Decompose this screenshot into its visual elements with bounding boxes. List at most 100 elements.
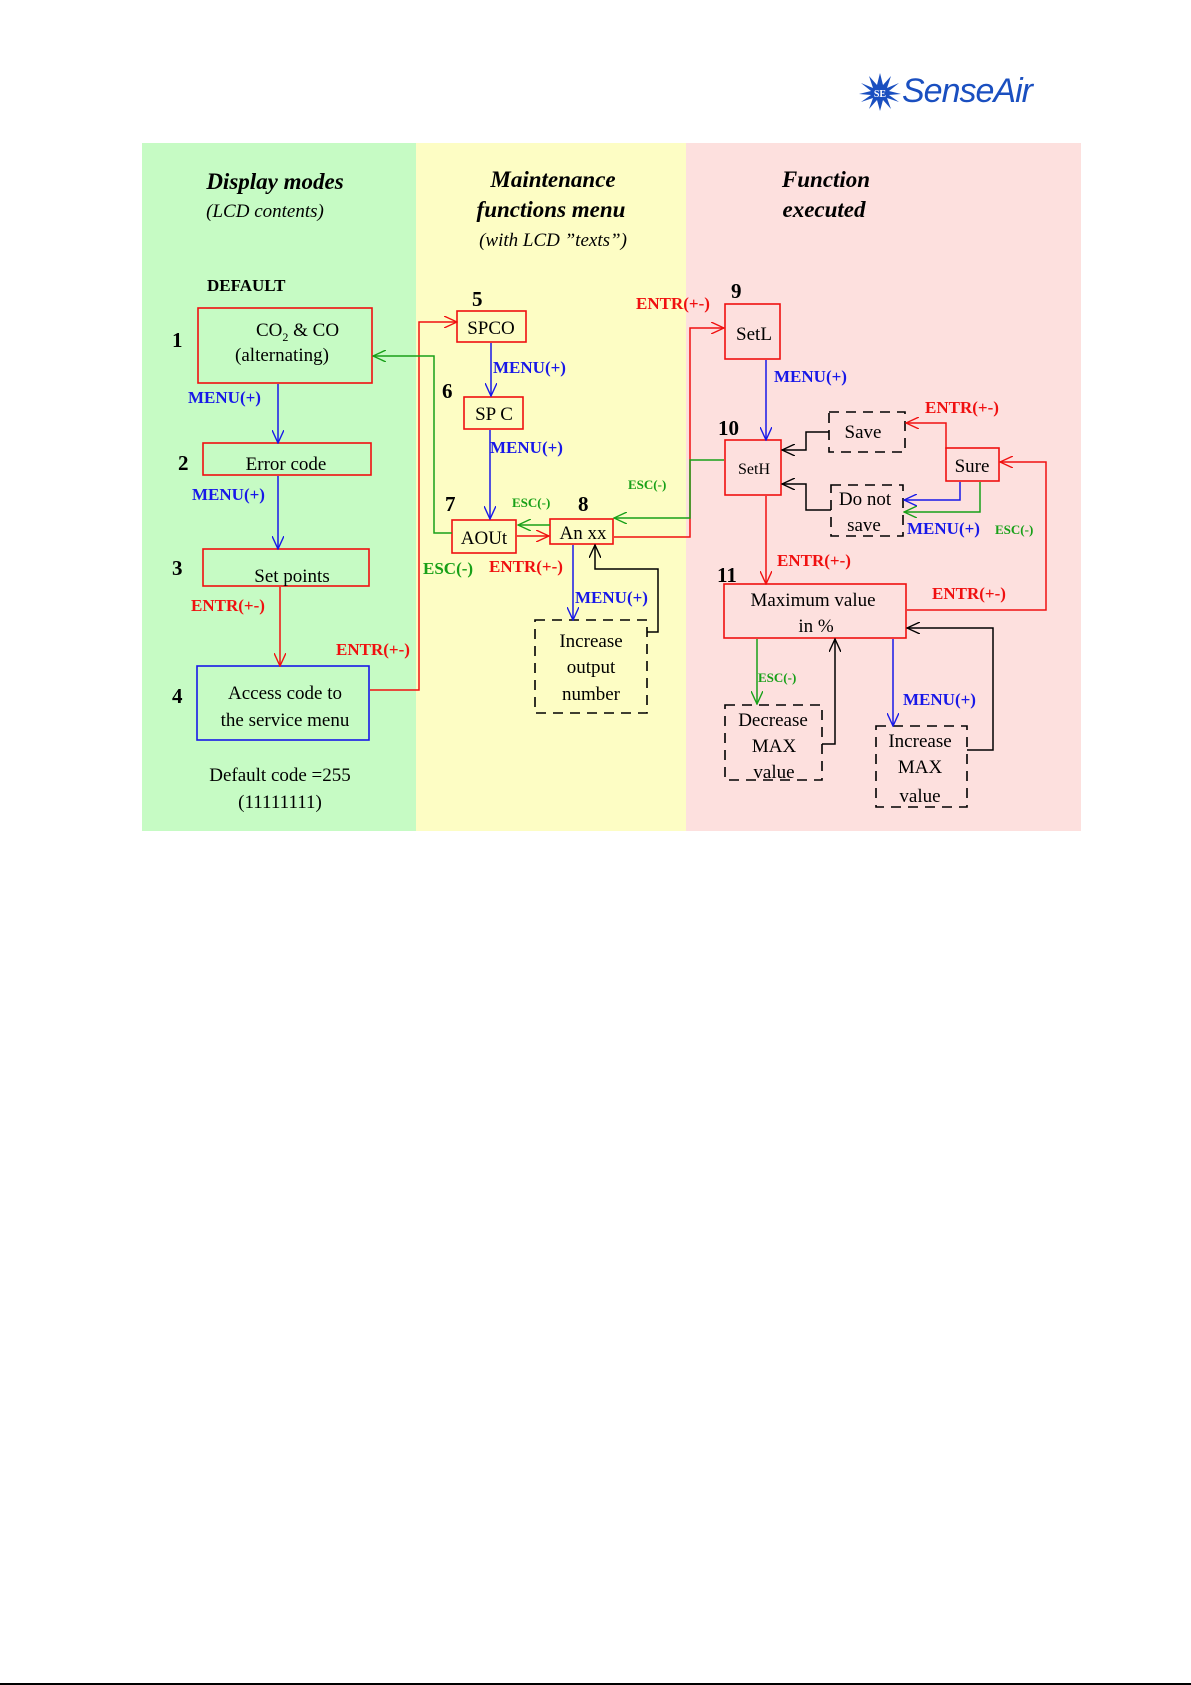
menu-label-3: MENU(+) [493, 358, 566, 377]
entr-label-1: ENTR(+-) [191, 596, 265, 615]
maintenance-title-line2: functions menu [477, 197, 626, 222]
step-number-6: 6 [442, 379, 453, 403]
menu-label-6: MENU(+) [774, 367, 847, 386]
access-code-label-2: the service menu [221, 710, 350, 731]
arrow-donot-to-seth [782, 484, 831, 511]
function-column-bg [686, 143, 1081, 831]
default-label: DEFAULT [207, 276, 286, 295]
step-numbers: 1 2 3 4 5 6 7 8 9 10 11 [172, 279, 742, 708]
decrease-max-label-1: Decrease [738, 710, 808, 731]
display-modes-subtitle: (LCD contents) [206, 201, 324, 222]
anxx-label: An xx [560, 523, 607, 544]
arrow-anxx-to-setl [614, 328, 724, 538]
menu-label-5: MENU(+) [575, 588, 648, 607]
esc-label-5: ESC(-) [758, 670, 796, 685]
entr-label-4: ENTR(+-) [636, 294, 710, 313]
increase-output-label-2: output [567, 657, 616, 678]
entr-label-2: ENTR(+-) [336, 640, 410, 659]
spc-label: SP C [475, 404, 513, 425]
co2-co-box [197, 307, 373, 384]
default-code-binary: (11111111) [238, 792, 322, 813]
increase-output-box [534, 619, 648, 714]
access-code-label-1: Access code to [228, 683, 342, 704]
error-code-box [202, 442, 372, 476]
esc-label-3: ESC(-) [628, 477, 666, 492]
step-number-7: 7 [445, 492, 456, 516]
arrow-sure-to-save [906, 423, 947, 449]
step-number-2: 2 [178, 451, 189, 475]
aout-label: AOUt [461, 528, 508, 549]
decrease-max-label-2: MAX [752, 736, 797, 757]
arrow-aout-esc-to-co2 [373, 356, 452, 534]
decrease-max-box [724, 704, 823, 781]
step-number-3: 3 [172, 556, 183, 580]
increase-max-label-1: Increase [888, 731, 951, 752]
step-number-1: 1 [172, 328, 183, 352]
display-modes-title: Display modes [205, 169, 343, 194]
esc-label-1: ESC(-) [423, 559, 473, 578]
decrease-max-label-3: value [753, 762, 794, 783]
entr-label-5: ENTR(+-) [925, 398, 999, 417]
brand-name: SenseAir [902, 72, 1033, 110]
save-label: Save [845, 422, 882, 443]
increase-max-label-3: value [899, 786, 940, 807]
seth-box [724, 439, 782, 496]
menu-label-1: MENU(+) [188, 388, 261, 407]
entr-label-3: ENTR(+-) [489, 557, 563, 576]
maintenance-title-line1: Maintenance [489, 167, 615, 192]
step-number-4: 4 [172, 684, 183, 708]
entr-label-6: ENTR(+-) [777, 551, 851, 570]
esc-label-4: ESC(-) [995, 522, 1033, 537]
maintenance-column-bg [416, 143, 686, 831]
page-bottom-rule [0, 1683, 1191, 1685]
menu-label-8: MENU(+) [903, 690, 976, 709]
menu-label-4: MENU(+) [490, 438, 563, 457]
co2-co-label: CO2 & CO [256, 320, 339, 344]
arrow-save-to-seth [782, 431, 829, 450]
setl-label: SetL [736, 324, 772, 345]
senseair-logo: SE SenseAir [858, 70, 1048, 114]
logo-star-icon: SE [859, 73, 901, 111]
menu-label-2: MENU(+) [192, 485, 265, 504]
co2-co-sublabel: (alternating) [235, 345, 329, 366]
arrow-decrease-to-max [822, 639, 835, 745]
set-points-label: Set points [254, 566, 329, 587]
do-not-save-label-1: Do not [839, 489, 892, 510]
display-column-bg [142, 143, 416, 831]
aout-box [451, 519, 517, 554]
arrow-sure-esc-to-donot [904, 482, 981, 512]
default-code-text: Default code =255 [209, 765, 351, 786]
arrow-increase-to-max [907, 628, 994, 751]
setl-box [724, 303, 781, 360]
arrow-sure-to-donot [904, 482, 961, 500]
set-points-box [202, 548, 370, 587]
increase-output-label-3: number [562, 684, 621, 705]
step-number-10: 10 [718, 416, 739, 440]
arrow-seth-esc-to-anxx [614, 459, 724, 518]
spco-label: SPCO [467, 318, 515, 339]
error-code-label: Error code [246, 454, 327, 475]
do-not-save-label-2: save [847, 515, 881, 536]
do-not-save-box [830, 484, 904, 537]
maximum-value-label-1: Maximum value [750, 590, 875, 611]
esc-label-2: ESC(-) [512, 495, 550, 510]
arrow-max-to-sure [907, 462, 1047, 611]
maximum-value-label-2: in % [798, 616, 834, 637]
step-number-8: 8 [578, 492, 589, 516]
seth-label: SetH [738, 461, 770, 478]
maximum-value-box [723, 583, 907, 639]
sure-label: Sure [955, 456, 990, 477]
function-title-line2: executed [782, 197, 866, 222]
function-title-line1: Function [781, 167, 870, 192]
menu-label-7: MENU(+) [907, 519, 980, 538]
entr-label-7: ENTR(+-) [932, 584, 1006, 603]
step-number-11: 11 [717, 563, 737, 587]
step-number-9: 9 [731, 279, 742, 303]
arrow-access-to-spco [370, 322, 457, 691]
spc-box [463, 396, 524, 430]
maintenance-subtitle: (with LCD ”texts”) [479, 230, 627, 251]
increase-output-label-1: Increase [559, 631, 622, 652]
logo-mark-text: SE [874, 89, 887, 100]
